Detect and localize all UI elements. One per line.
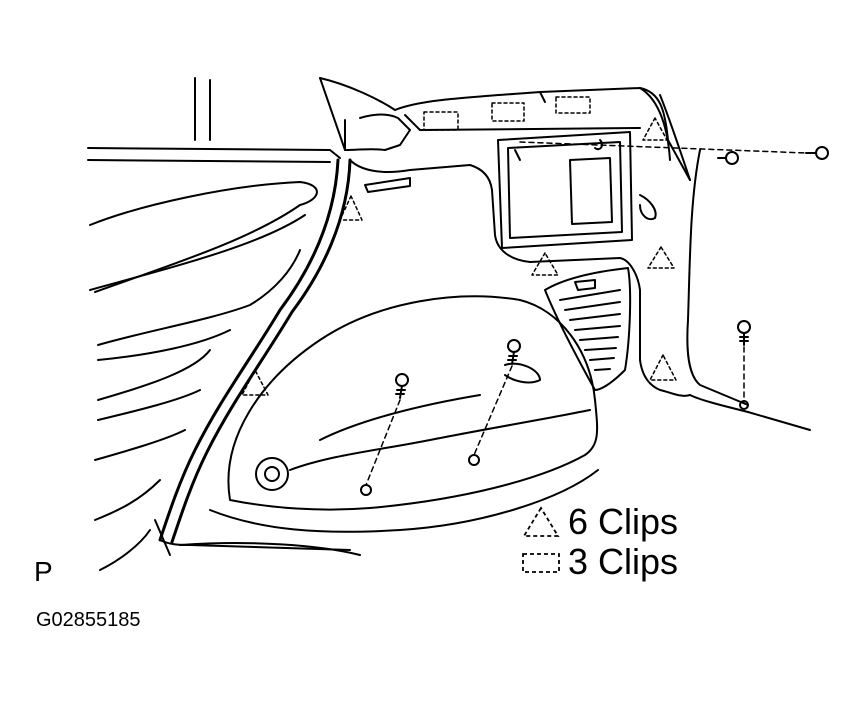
rectangle-clip-markers xyxy=(423,96,591,131)
rectangle-clip-icon xyxy=(522,553,560,573)
vent-grille xyxy=(544,267,632,391)
triangle-clip-markers xyxy=(241,117,677,396)
legend-rectangle-label: 3 Clips xyxy=(568,541,679,582)
legend-rectangle-row: 3 Clips xyxy=(518,542,678,582)
screw-upper-right xyxy=(805,146,829,160)
install-lines xyxy=(365,141,807,486)
hole-center xyxy=(468,454,480,466)
pillar-seal xyxy=(154,158,352,556)
legend-triangle-row: 6 Clips xyxy=(518,502,678,542)
screws xyxy=(360,146,829,496)
body-outline xyxy=(87,77,691,181)
side-window xyxy=(89,181,318,571)
storage-pocket xyxy=(497,131,633,249)
screw-upper-middle xyxy=(717,151,739,165)
bolt-left xyxy=(395,373,409,399)
legend-triangle-label: 6 Clips xyxy=(568,501,679,542)
view-letter: P xyxy=(34,556,53,587)
bolt-center xyxy=(507,339,521,365)
figure-id: G02855185 xyxy=(36,609,141,631)
hole-left xyxy=(360,484,372,496)
triangle-clip-icon xyxy=(522,506,560,537)
bolt-right xyxy=(737,320,751,346)
quarter-trim-panel xyxy=(349,139,811,431)
wheel-housing-cover xyxy=(179,295,599,556)
